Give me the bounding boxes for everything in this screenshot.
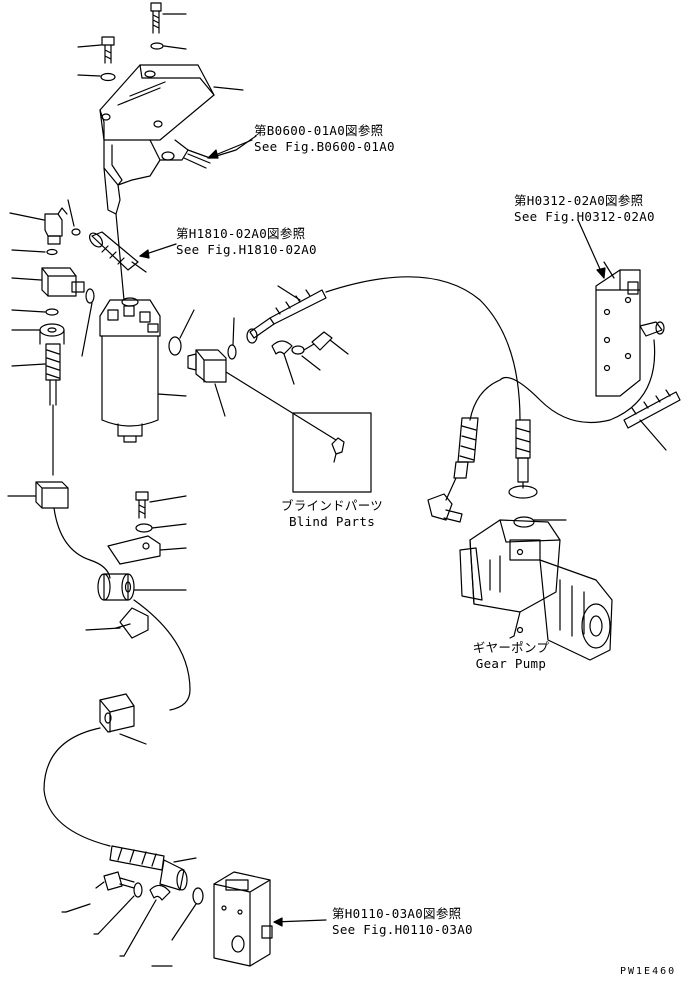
center-oring-2 bbox=[227, 317, 237, 360]
top-washer-1 bbox=[150, 42, 187, 50]
lower-hose bbox=[109, 845, 197, 891]
lower-washer bbox=[97, 882, 143, 935]
left-valve-block-2 bbox=[7, 481, 69, 509]
h1810-fitting bbox=[88, 231, 147, 273]
lower-bolt bbox=[65, 871, 135, 913]
ref-h1810-jp: 第H1810-02A0図参照 bbox=[176, 226, 306, 241]
pump-bracket bbox=[595, 261, 665, 397]
pump-hose-2 bbox=[508, 419, 538, 499]
blind-parts-en: Blind Parts bbox=[288, 514, 376, 529]
top-bolt-1 bbox=[150, 2, 187, 34]
gear-pump-jp: ギヤーポンプ bbox=[472, 640, 550, 655]
gear-pump bbox=[459, 519, 613, 661]
ref-b0600-en: See Fig.B0600-01A0 bbox=[254, 139, 395, 154]
ref-h0110-jp: 第H0110-03A0図参照 bbox=[332, 906, 462, 921]
control-valve bbox=[213, 871, 273, 967]
right-hose bbox=[499, 339, 681, 451]
left-fitting-elbow bbox=[9, 207, 68, 245]
gear-pump-en: Gear Pump bbox=[475, 656, 547, 671]
upper-hose-fitting bbox=[246, 285, 327, 344]
ref-b0600-jp: 第B0600-01A0図参照 bbox=[254, 123, 384, 138]
pointer-h0110 bbox=[273, 917, 327, 927]
ref-h0312-jp: 第H0312-02A0図参照 bbox=[514, 193, 644, 208]
blind-parts-box bbox=[292, 412, 372, 493]
lower-clip bbox=[123, 884, 171, 957]
sensor-cable-to-blind bbox=[225, 371, 337, 441]
mid-cable bbox=[133, 599, 191, 711]
drawing-code: PW1E460 bbox=[620, 966, 677, 977]
left-oring-4 bbox=[11, 308, 59, 316]
bracket-harness bbox=[183, 135, 257, 169]
pointer-b0600 bbox=[207, 139, 253, 159]
center-sensor-block bbox=[187, 349, 227, 417]
lower-cable-2 bbox=[43, 727, 111, 847]
center-oring-1 bbox=[168, 309, 195, 356]
mid-plate bbox=[107, 535, 187, 565]
left-oring-2 bbox=[11, 248, 58, 256]
filter-bracket bbox=[99, 64, 244, 141]
ref-h1810-en: See Fig.H1810-02A0 bbox=[176, 242, 317, 257]
bolt-2 bbox=[303, 331, 349, 355]
pump-hose-1 bbox=[453, 417, 479, 479]
left-oring-1 bbox=[67, 199, 81, 236]
bracket-arm bbox=[103, 139, 189, 215]
top-washer-2 bbox=[77, 72, 116, 82]
clamp-bracket bbox=[85, 607, 149, 639]
hose-clamp bbox=[97, 573, 187, 601]
filter-head bbox=[99, 297, 161, 337]
top-bolt-2 bbox=[77, 36, 115, 64]
tick-marks bbox=[61, 911, 173, 967]
ref-h0312-en: See Fig.H0312-02A0 bbox=[514, 209, 655, 224]
pointer-h0312 bbox=[577, 219, 606, 279]
filter-bowl bbox=[101, 335, 187, 443]
pointer-gear-pump bbox=[509, 635, 515, 639]
pump-elbow bbox=[427, 477, 463, 523]
mid-bolt bbox=[135, 491, 187, 519]
blind-parts-jp: ブラインドパーツ bbox=[280, 498, 384, 513]
left-oring-3 bbox=[81, 288, 95, 357]
washer-2 bbox=[291, 345, 321, 371]
left-valve-block bbox=[11, 267, 85, 297]
right-hose-down bbox=[469, 379, 501, 421]
upper-hose-line bbox=[325, 276, 521, 421]
ref-h0110-en: See Fig.H0110-03A0 bbox=[332, 922, 473, 937]
mid-washer bbox=[135, 523, 187, 533]
lower-oring bbox=[171, 887, 204, 941]
lower-cable bbox=[53, 507, 111, 579]
left-fitting-flange bbox=[11, 323, 65, 345]
pointer-h1810 bbox=[139, 243, 177, 259]
lower-valve-block bbox=[99, 693, 147, 745]
filter-element-line bbox=[115, 213, 125, 301]
left-hose-upper bbox=[11, 343, 61, 406]
clamp-1 bbox=[271, 340, 295, 385]
